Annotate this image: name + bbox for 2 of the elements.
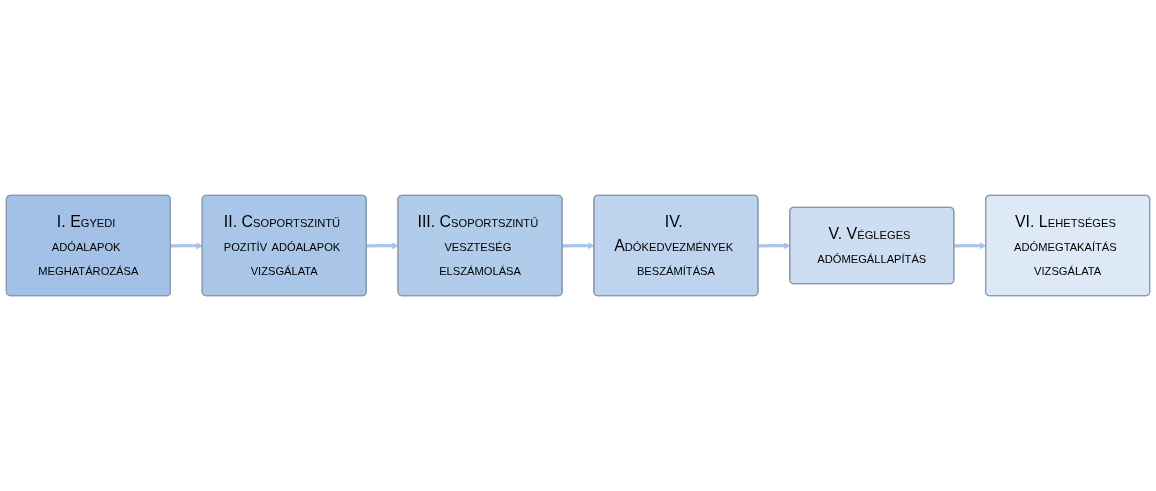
arrow <box>366 242 399 250</box>
arrow <box>170 242 203 250</box>
